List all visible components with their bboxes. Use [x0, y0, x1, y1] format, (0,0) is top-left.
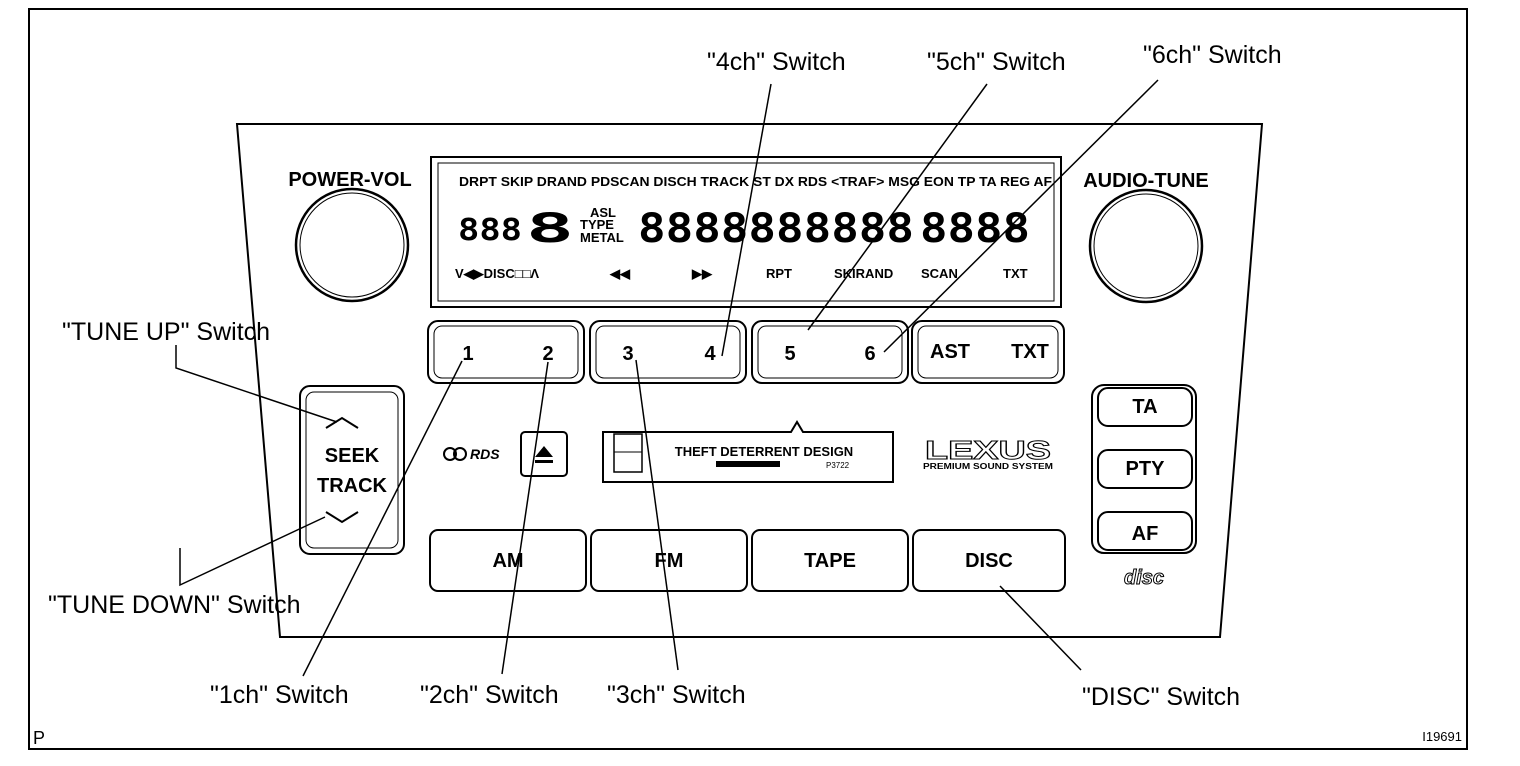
- lcd-disc-indicator: V◀▶DISC□□Λ: [455, 266, 539, 281]
- lcd-rpt: RPT: [766, 266, 792, 281]
- preset-6-label: 6: [864, 343, 875, 365]
- callout-6ch-switch: "6ch" Switch: [1143, 41, 1282, 69]
- callout-tune-up-switch: "TUNE UP" Switch: [62, 318, 270, 346]
- premium-sound-label: PREMIUM SOUND SYSTEM: [923, 462, 1053, 471]
- preset-1-label: 1: [462, 343, 473, 365]
- preset-button-1-2[interactable]: [427, 320, 585, 384]
- af-label: AF: [1132, 523, 1159, 545]
- lcd-scan: SCAN: [921, 266, 958, 281]
- lcd-small-digits: 888: [458, 213, 522, 248]
- lcd-txt: TXT: [1003, 266, 1028, 281]
- corner-p-mark: P: [33, 728, 45, 748]
- audio-tune-label: AUDIO-TUNE: [1083, 170, 1209, 192]
- theft-deterrent-label: THEFT DETERRENT DESIGN: [675, 444, 853, 459]
- seek-track-rocker[interactable]: [299, 385, 405, 555]
- theft-code: P3722: [826, 461, 850, 470]
- lcd-type: TYPE: [580, 217, 614, 232]
- pty-button[interactable]: [1097, 449, 1193, 489]
- eject-icon: [535, 446, 553, 457]
- lcd-skirand: SKIRAND: [834, 266, 893, 281]
- tape-label: TAPE: [804, 550, 856, 572]
- lcd-big-digit: 8: [526, 206, 574, 252]
- seek-up-chevron-icon[interactable]: [325, 416, 359, 429]
- lcd-right-digits: 8888: [920, 206, 1030, 252]
- head-unit-face: [235, 123, 1264, 638]
- audio-tune-knob[interactable]: [1088, 188, 1204, 304]
- seek-down-chevron-icon[interactable]: [325, 511, 359, 524]
- ta-button[interactable]: [1097, 387, 1193, 427]
- lcd-metal: METAL: [580, 230, 624, 245]
- callout-disc-switch: "DISC" Switch: [1082, 683, 1240, 711]
- preset-2-label: 2: [542, 343, 553, 365]
- preset-4-label: 4: [704, 343, 716, 365]
- fm-label: FM: [655, 550, 684, 572]
- figure-border: [28, 8, 1468, 750]
- dolby-logo: [716, 461, 780, 467]
- pty-label: PTY: [1126, 458, 1166, 480]
- lcd-rewind-indicator: ◀◀: [609, 266, 631, 281]
- side-button-panel: [1091, 384, 1197, 554]
- lcd-indicator-row: DRPT SKIP DRAND PDSCAN DISCH TRACK ST DX…: [459, 174, 1052, 189]
- am-label: AM: [492, 550, 523, 572]
- power-vol-knob[interactable]: [294, 187, 410, 303]
- lcd-ff-indicator: ▶▶: [691, 266, 713, 281]
- am-button[interactable]: [429, 529, 587, 592]
- callout-4ch-switch: "4ch" Switch: [707, 48, 846, 76]
- preset-button-5-6[interactable]: [751, 320, 909, 384]
- preset-3-label: 3: [622, 343, 633, 365]
- track-label: TRACK: [317, 475, 388, 497]
- tape-button[interactable]: [751, 529, 909, 592]
- power-vol-label: POWER-VOL: [288, 169, 411, 191]
- lcd-display: DRPT SKIP DRAND PDSCAN DISCH TRACK ST DX…: [430, 156, 1062, 308]
- preset-5-label: 5: [784, 343, 795, 365]
- ast-txt-button[interactable]: [911, 320, 1065, 384]
- figure-reference-number: I19691: [1422, 729, 1462, 744]
- callout-1ch-switch: "1ch" Switch: [210, 681, 349, 709]
- callout-5ch-switch: "5ch" Switch: [927, 48, 1066, 76]
- lexus-logo: LEXUS: [925, 435, 1051, 465]
- callout-3ch-switch: "3ch" Switch: [607, 681, 746, 709]
- compact-disc-logo: disc: [1124, 567, 1164, 589]
- ast-label: AST: [930, 341, 970, 363]
- rds-logo: RDS: [470, 446, 500, 462]
- callout-tune-down-switch: "TUNE DOWN" Switch: [48, 591, 300, 619]
- seek-label: SEEK: [325, 445, 380, 467]
- eject-button[interactable]: [520, 431, 568, 477]
- disc-button[interactable]: [912, 529, 1066, 592]
- lcd-main-digits: 8888888888: [638, 206, 914, 252]
- leader-lines: [175, 79, 1159, 677]
- lcd-asl: ASL: [590, 205, 616, 220]
- txt-label: TXT: [1011, 341, 1049, 363]
- cassette-slot: [602, 420, 894, 483]
- disc-label: DISC: [965, 550, 1013, 572]
- fm-button[interactable]: [590, 529, 748, 592]
- ta-label: TA: [1132, 396, 1157, 418]
- af-button[interactable]: [1097, 511, 1193, 551]
- preset-button-3-4[interactable]: [589, 320, 747, 384]
- rds-circle-icon: [443, 447, 457, 461]
- callout-2ch-switch: "2ch" Switch: [420, 681, 559, 709]
